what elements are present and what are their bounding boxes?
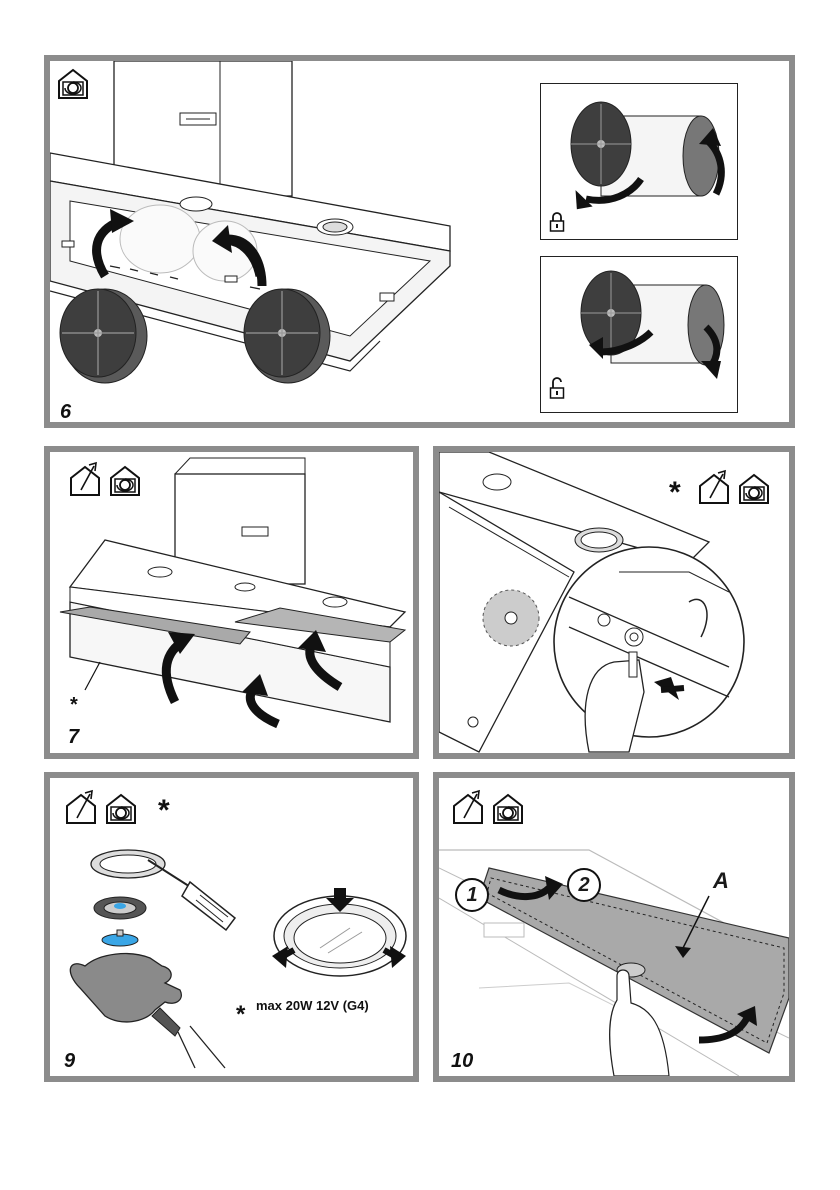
- light-panel-drawing: [439, 778, 789, 1076]
- lamp-replacement-drawing: [50, 778, 413, 1076]
- step-2-label: 2: [567, 868, 601, 902]
- step-1-label: 1: [455, 878, 489, 912]
- panel-hinge-drawing: [439, 452, 789, 753]
- hood-underside-drawing: [50, 61, 530, 422]
- carbon-filter-right: [244, 289, 330, 383]
- padlock-closed-icon: [549, 212, 565, 232]
- filter-lock-drawing: [541, 84, 736, 238]
- figure-8-panel: *: [433, 446, 795, 759]
- figure-9-panel: * * max 20W 12V (G4) 9: [44, 772, 419, 1082]
- hood-panel-drawing: [50, 452, 413, 753]
- note-marker: *: [236, 1000, 245, 1030]
- lamp-spec-note: max 20W 12V (G4): [256, 998, 369, 1013]
- figure-7-panel: * 7: [44, 446, 419, 759]
- figure-number: 9: [64, 1050, 75, 1073]
- figure-number: 7: [68, 726, 79, 749]
- figure-10-panel: 1 2 A 10: [433, 772, 795, 1082]
- carbon-filter-left: [60, 289, 147, 383]
- inset-unlock: [540, 256, 738, 413]
- figure-number: 10: [451, 1050, 473, 1073]
- padlock-open-icon: [549, 377, 565, 399]
- inset-lock: [540, 83, 738, 240]
- filter-unlock-drawing: [541, 257, 736, 411]
- optional-marker: *: [70, 690, 78, 720]
- figure-number: 6: [60, 401, 71, 424]
- figure-6-panel: 6: [44, 55, 795, 428]
- part-a-label: A: [713, 868, 729, 894]
